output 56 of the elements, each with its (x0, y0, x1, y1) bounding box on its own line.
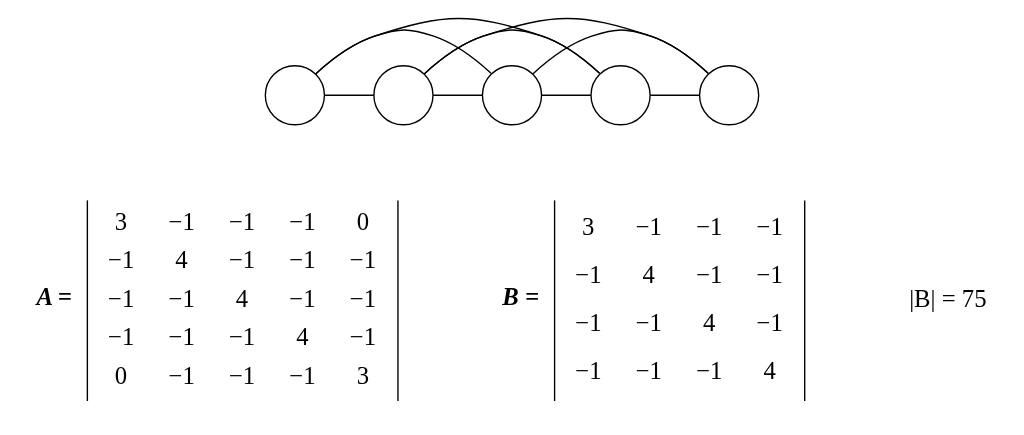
label: −1 (696, 260, 723, 288)
label: −1 (696, 212, 723, 240)
label: −1 (756, 212, 783, 240)
label: 4 (763, 356, 776, 384)
connector (532, 28, 709, 75)
label: −1 (228, 207, 256, 235)
label: |B| = 75 (909, 284, 987, 312)
label: −1 (349, 284, 377, 312)
label: −1 (168, 284, 195, 312)
label: 3 (114, 207, 128, 235)
label: 4 (296, 322, 309, 350)
label: −1 (228, 245, 256, 273)
label: −1 (289, 245, 316, 273)
label: −1 (575, 356, 602, 384)
label: −1 (289, 207, 316, 235)
label: 4 (703, 308, 716, 336)
label: −1 (575, 260, 602, 288)
label: −1 (168, 207, 195, 235)
label: 3 (582, 212, 595, 240)
connector (649, 94, 701, 96)
label: −1 (756, 260, 783, 288)
label: −1 (756, 308, 783, 336)
label: 4 (235, 284, 249, 312)
label: −1 (635, 212, 662, 240)
label: 0 (356, 207, 370, 235)
label: −1 (168, 322, 195, 350)
connector (432, 94, 484, 96)
connector (423, 17, 709, 75)
label: −1 (289, 284, 316, 312)
label: 4 (175, 245, 188, 273)
label: −1 (635, 356, 662, 384)
label: −1 (575, 308, 602, 336)
node-circle (481, 64, 543, 125)
label: −1 (228, 322, 256, 350)
label: −1 (289, 361, 316, 389)
label: −1 (349, 245, 377, 273)
label: 0 (114, 361, 128, 389)
label: −1 (107, 322, 135, 350)
label: B = (502, 282, 540, 310)
label: −1 (168, 361, 195, 389)
connector (323, 94, 375, 96)
node-circle (590, 64, 651, 125)
label: 3 (356, 361, 370, 389)
node-circle (264, 64, 326, 125)
label: −1 (635, 308, 662, 336)
label: −1 (228, 361, 256, 389)
label: −1 (107, 245, 135, 273)
label: 4 (642, 260, 655, 288)
connector (315, 17, 601, 75)
label: A = (36, 282, 72, 310)
label: −1 (696, 356, 723, 384)
label: −1 (107, 284, 135, 312)
node-circle (373, 64, 434, 125)
label: −1 (349, 322, 377, 350)
connector (541, 94, 592, 96)
node-circle (698, 64, 760, 125)
